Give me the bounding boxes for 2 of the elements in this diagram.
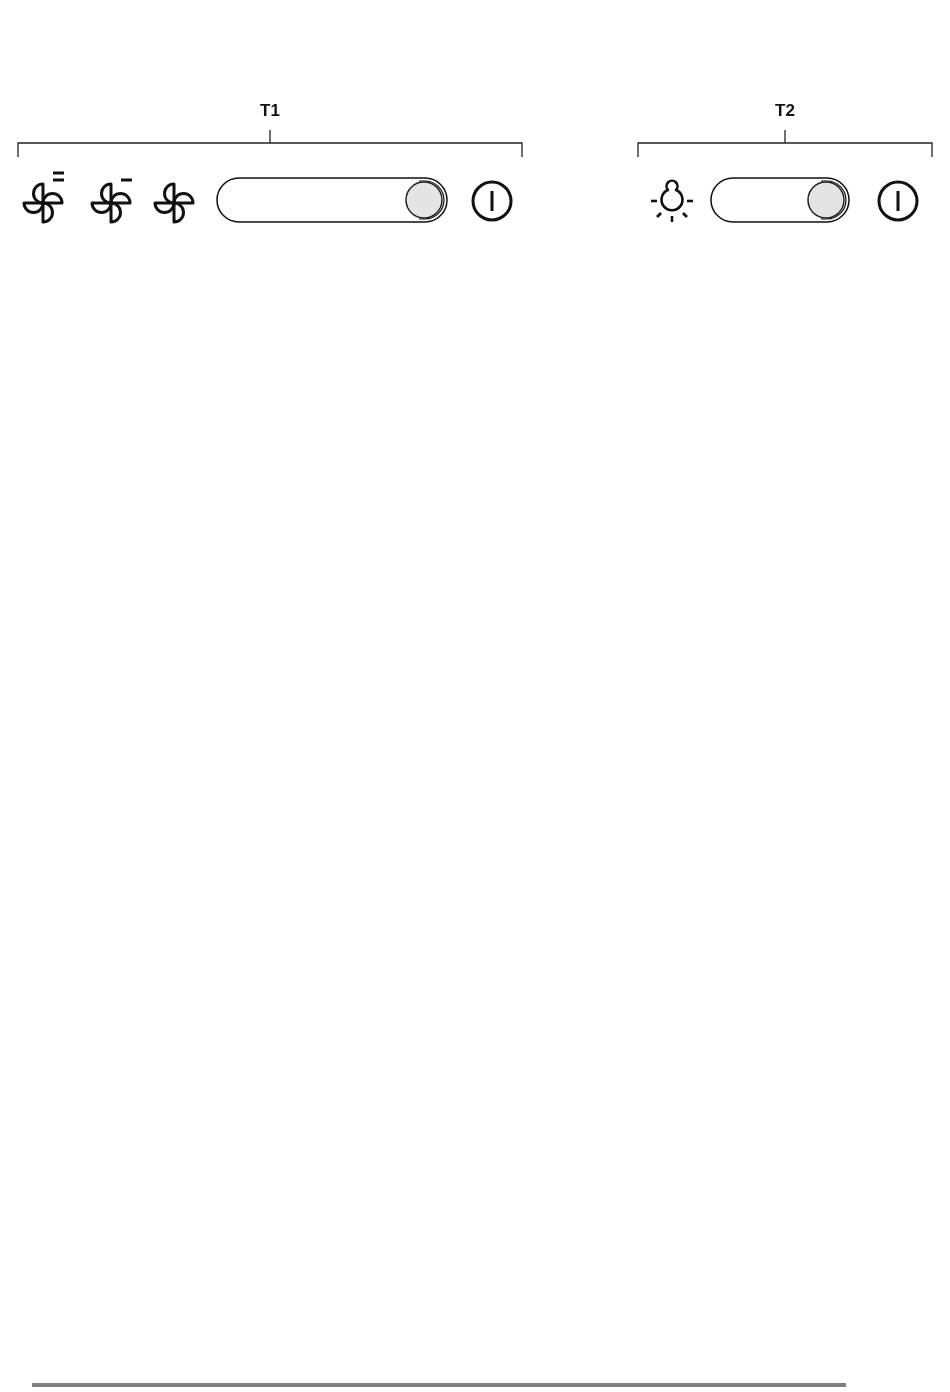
group-label: T2 — [775, 102, 795, 120]
group-label: T1 — [260, 102, 280, 120]
